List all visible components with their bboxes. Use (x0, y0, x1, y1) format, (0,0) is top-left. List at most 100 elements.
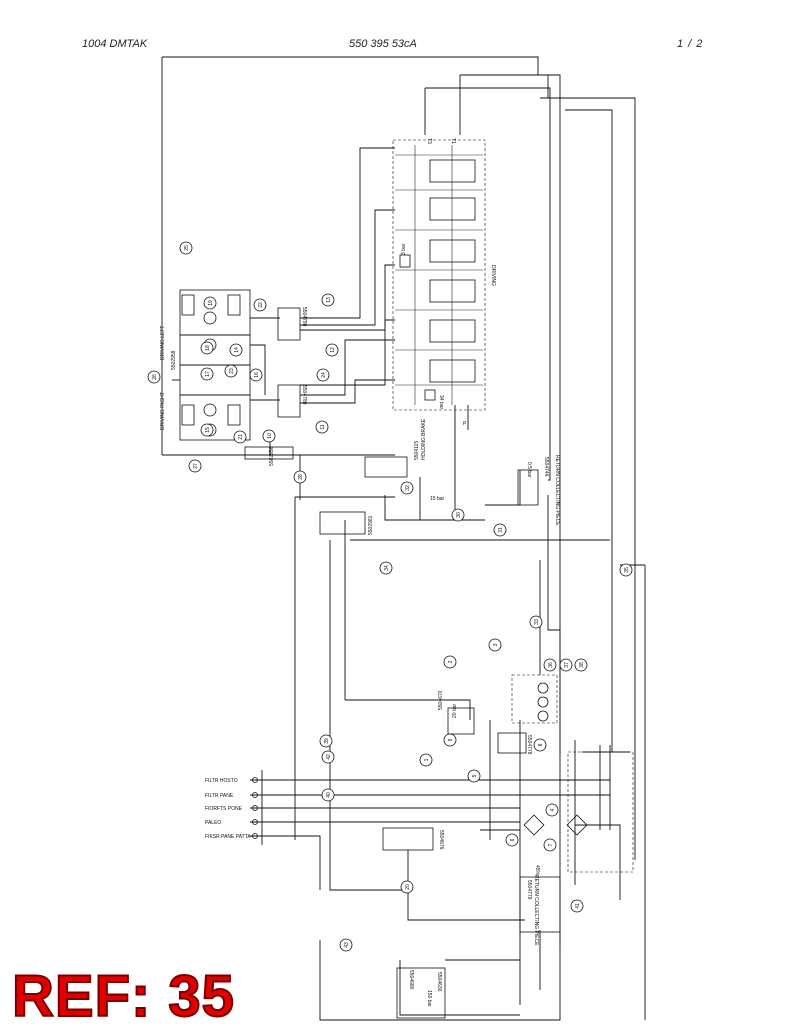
callout-8: 8 (533, 738, 547, 752)
callout-text-42: 42 (326, 754, 332, 760)
callout-text-28: 28 (298, 474, 304, 480)
label-p-sub2: 5504676 (438, 830, 444, 850)
pump-group (511, 674, 558, 724)
label-return-2: RETURN COLLECTING PIECE (533, 875, 539, 946)
label-p-valve: 5504780 (301, 307, 307, 327)
callout-31: 31 (493, 523, 507, 537)
callout-7: 7 (543, 838, 557, 852)
callout-27: 27 (188, 459, 202, 473)
callout-text-30: 30 (456, 512, 462, 518)
callout-35: 35 (619, 563, 633, 577)
callout-text-17: 17 (205, 371, 211, 377)
callout-18: 18 (200, 341, 214, 355)
callout-4: 4 (545, 803, 559, 817)
callout-text-9: 9 (448, 738, 454, 741)
header-right: 1 / 2 (677, 38, 704, 50)
callout-text-32: 32 (405, 485, 411, 491)
relief-valve (447, 707, 475, 735)
callout-6: 6 (505, 833, 519, 847)
callout-text-33: 33 (534, 619, 540, 625)
mid-valve (319, 511, 366, 535)
callout-text-8: 8 (538, 743, 544, 746)
callout-text-3: 3 (493, 643, 499, 646)
callout-text-36: 36 (548, 662, 554, 668)
filter-right (566, 814, 588, 836)
connector-label-0: FILTR HOSTO (205, 778, 238, 784)
motor-lines (172, 147, 395, 455)
label-driving-left: DRIVING LEFT (160, 326, 166, 360)
callout-text-26: 26 (152, 374, 158, 380)
label-bar-150: 150 bar (426, 990, 432, 1007)
label-p-bottom: 5502956 (269, 446, 275, 466)
callout-text-38: 38 (579, 662, 585, 668)
label-return-1: RETURN COLLECTING PIECE (554, 455, 560, 526)
callout-text-14: 14 (234, 347, 240, 353)
callout-text-20: 20 (405, 884, 411, 890)
label-p-ret: 5504746 (543, 457, 549, 477)
callout-text-34: 34 (384, 565, 390, 571)
label-p-valve2: 5504780 (301, 385, 307, 405)
callout-40: 40 (321, 788, 335, 802)
callout-11: 11 (315, 420, 329, 434)
manifold-block (244, 446, 294, 460)
callout-1: 1 (419, 753, 433, 767)
callout-13: 13 (321, 293, 335, 307)
flow-divider-lower (277, 384, 301, 418)
label-p-sub: 5504778 (526, 735, 532, 755)
label-bar-15: 15 bar (430, 496, 445, 502)
callout-text-6: 6 (510, 838, 516, 841)
callout-14: 14 (229, 343, 243, 357)
callout-text-31: 31 (498, 527, 504, 533)
callout-text-11: 11 (320, 424, 326, 429)
connector-label-2: FIORFTS PONE (205, 806, 243, 812)
callout-36: 36 (543, 658, 557, 672)
label-p-lower: 5504680 (408, 970, 414, 990)
callout-text-18: 18 (205, 345, 211, 351)
label-bar-34: 34 bar (438, 395, 444, 410)
callout-text-12: 12 (330, 347, 336, 353)
callout-33: 33 (529, 615, 543, 629)
callout-21: 21 (233, 430, 247, 444)
callout-25: 25 (179, 241, 193, 255)
callout-32: 32 (400, 481, 414, 495)
callout-text-10: 10 (267, 433, 273, 439)
header-left: 1004 DMTAK (82, 38, 148, 50)
label-t3: T3 (426, 138, 432, 144)
connector-label-1: FILTR PANE (205, 793, 234, 799)
filter-left (523, 814, 545, 836)
label-driving-right: DRIVING RIGHT (160, 392, 166, 430)
callout-26: 26 (147, 370, 161, 384)
callout-22: 22 (253, 298, 267, 312)
callout-10: 10 (262, 429, 276, 443)
label-t1: T1 (450, 138, 456, 144)
return-collecting-piece-upper (517, 469, 539, 506)
callout-15: 15 (200, 423, 214, 437)
callout-text-39: 39 (324, 738, 330, 744)
callout-text-4: 4 (550, 808, 556, 811)
callout-text-1: 1 (424, 758, 430, 761)
label-bar-05: 0.5 bar (526, 462, 532, 478)
callout-23: 23 (224, 364, 238, 378)
label-bar-20: 20 bar (452, 703, 458, 718)
ref-label: REF: 35 (11, 964, 235, 1029)
callout-text-16: 16 (254, 372, 260, 378)
callout-38: 38 (574, 658, 588, 672)
callout-text-22: 22 (258, 302, 264, 308)
callout-34: 34 (379, 561, 393, 575)
callout-text-5: 5 (472, 774, 478, 777)
connector-fittings (252, 770, 263, 845)
callout-5: 5 (467, 769, 481, 783)
callout-text-27: 27 (193, 463, 199, 469)
label-driving: DRIVING (490, 265, 496, 286)
callout-12: 12 (325, 343, 339, 357)
bottom-relief-valve (396, 967, 446, 1019)
callout-43: 43 (339, 938, 353, 952)
callout-16: 16 (249, 368, 263, 382)
callout-41: 41 (570, 899, 584, 913)
callout-text-24: 24 (321, 372, 327, 378)
callout-2: 2 (443, 655, 457, 669)
label-p-last: 5504630 (436, 972, 442, 992)
callout-text-2: 2 (448, 660, 454, 663)
flow-divider-upper (277, 307, 301, 341)
callout-text-41: 41 (575, 903, 581, 909)
